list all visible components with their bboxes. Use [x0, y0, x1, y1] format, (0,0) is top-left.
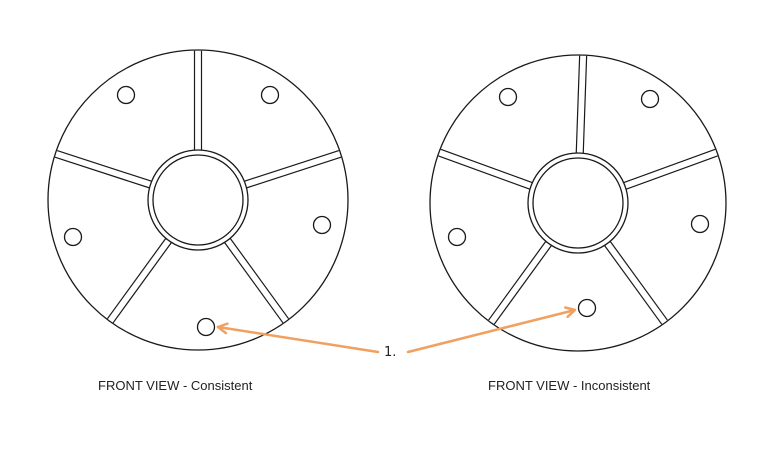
bolt-hole [577, 298, 597, 318]
spoke-line [246, 156, 342, 189]
spoke-line [106, 238, 167, 320]
spoke-line [224, 242, 284, 324]
spoke-line [604, 245, 663, 325]
spoke-line [229, 238, 290, 320]
bolt-hole [116, 85, 136, 105]
spoke-line [438, 155, 531, 190]
caption-inconsistent: FRONT VIEW - Inconsistent [488, 378, 651, 393]
bolt-hole [640, 89, 660, 109]
spoke-line [488, 241, 547, 321]
spoke-line [609, 241, 668, 321]
disc-outline [47, 49, 349, 351]
bolt-hole [312, 215, 332, 235]
spoke-line [56, 149, 152, 182]
spoke-line [625, 155, 718, 190]
bolt-hole [498, 87, 518, 107]
callout-label: 1. [384, 345, 397, 360]
bolt-hole [196, 317, 216, 337]
spoke-line [575, 55, 581, 153]
spoke-line [112, 242, 172, 324]
spoke-line [440, 148, 533, 184]
bolt-hole [690, 214, 710, 234]
callout-arrow [406, 308, 577, 354]
bolt-hole [260, 85, 280, 105]
bolt-hole [63, 227, 83, 247]
hub-inner [532, 157, 624, 249]
callout-arrow [216, 325, 380, 354]
arrowhead [564, 306, 577, 319]
spoke-line [623, 148, 716, 184]
spoke-line [244, 149, 340, 182]
spoke-line [54, 156, 150, 189]
hub-inner [152, 154, 244, 246]
arrowhead [216, 322, 229, 335]
bolt-hole [447, 227, 467, 247]
spoke-line [493, 245, 552, 325]
caption-consistent: FRONT VIEW - Consistent [98, 378, 253, 393]
spoke-line [582, 55, 588, 154]
disc-outline [429, 54, 727, 352]
